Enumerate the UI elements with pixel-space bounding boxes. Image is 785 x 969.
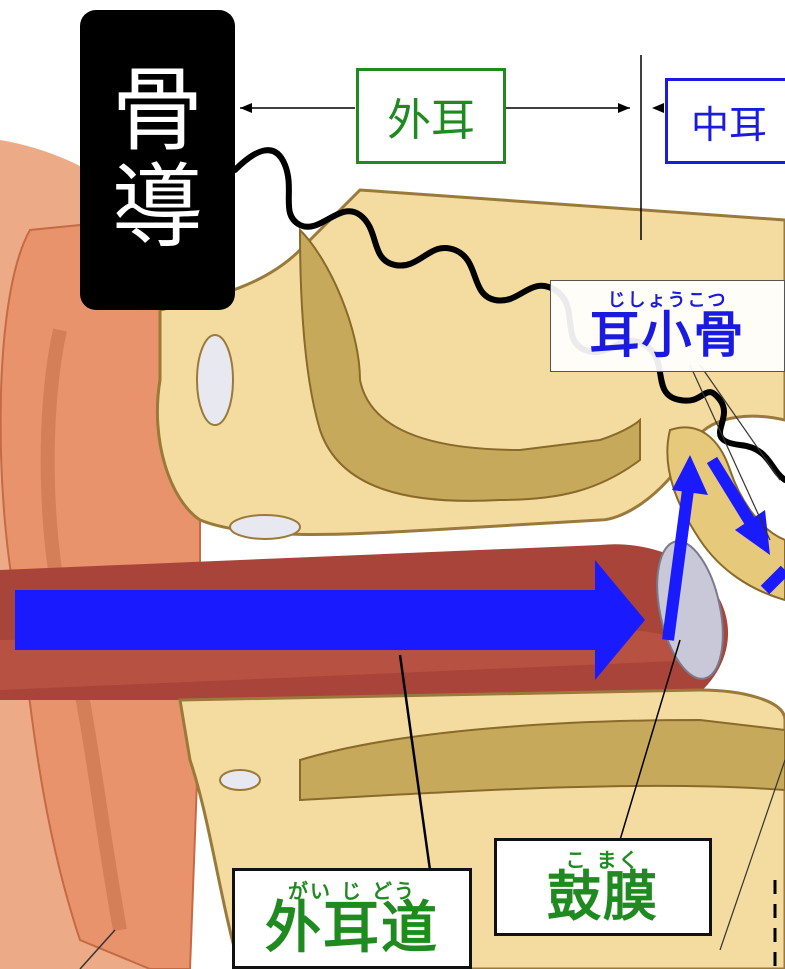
air-cell <box>197 335 233 425</box>
sound-arrow-shaft <box>15 590 605 650</box>
ear-canal-text: 外耳道 <box>265 901 439 957</box>
eardrum-label: こ まく 鼓膜 <box>494 838 712 936</box>
dimension-arrowhead <box>618 103 630 113</box>
outer-ear-text: 外耳 <box>387 84 475 148</box>
outer-ear-label: 外耳 <box>356 68 506 164</box>
bone-conduction-label: 骨 導 <box>80 10 235 310</box>
dimension-arrowhead <box>652 103 664 113</box>
middle-ear-text: 中耳 <box>691 94 767 149</box>
ossicles-label: じしょうこつ 耳小骨 <box>550 280 785 372</box>
middle-ear-label: 中耳 <box>665 78 785 164</box>
air-cell <box>220 770 260 790</box>
ear-canal-label: がい じ どう 外耳道 <box>232 868 472 969</box>
bone-conduction-char-2: 導 <box>111 160 203 257</box>
ossicles-text: 耳小骨 <box>590 310 746 360</box>
eardrum-text: 鼓膜 <box>547 870 659 924</box>
bone-conduction-char-1: 骨 <box>111 63 203 160</box>
dimension-arrowhead <box>240 103 252 113</box>
air-cell <box>230 515 300 539</box>
